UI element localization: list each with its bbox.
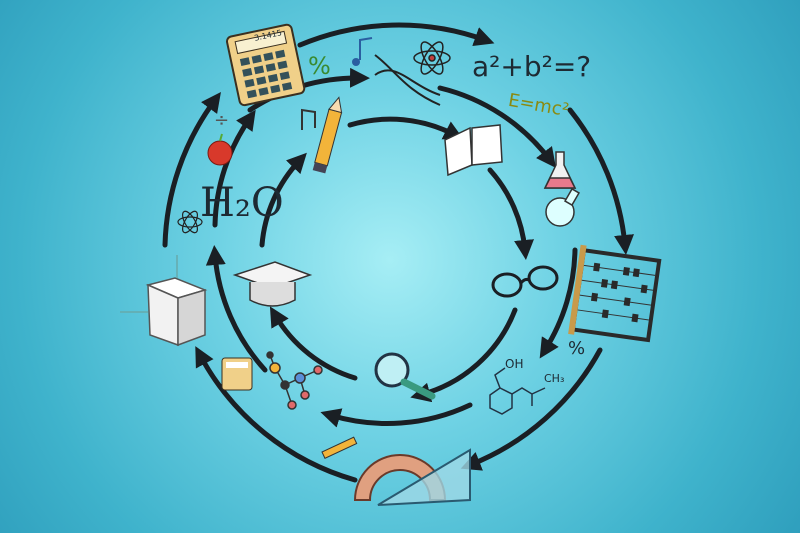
atom-small-icon [177, 210, 203, 234]
glasses-icon [491, 265, 559, 298]
inner-arrow-right [487, 167, 535, 260]
apple-icon [207, 133, 233, 166]
abacus-icon [568, 244, 662, 343]
small-calculator-icon [221, 357, 253, 391]
divide-sign: ÷ [214, 110, 230, 131]
methyl-label: CH₃ [544, 372, 565, 385]
calculator-icon [225, 23, 306, 107]
pythagoras-equation: a²+b²=? [472, 50, 592, 83]
cube-icon [120, 255, 208, 347]
water-formula: H₂O [200, 180, 284, 226]
outer-arrow-left [162, 91, 221, 248]
inner-arrow-bottom-right [410, 307, 518, 403]
set-square-icon [377, 448, 471, 506]
percent-sign-top: % [308, 52, 331, 80]
molecule-icon [266, 351, 323, 410]
hydroxyl-label: OH [505, 357, 524, 371]
pencil-icon [312, 96, 343, 174]
flask-icon [543, 151, 577, 189]
outer-arrow-right [567, 107, 634, 255]
outer-arrow-top [297, 22, 495, 48]
music-note-icon [359, 37, 373, 60]
middle-arrow-bottom-left [205, 245, 268, 373]
magnifying-glass-icon [374, 352, 436, 400]
outer-arrow-bottom-left [195, 346, 358, 483]
open-book-icon [444, 124, 503, 177]
inner-arrow-bottom-left [269, 306, 358, 381]
middle-arrow-left [212, 109, 256, 228]
middle-arrow-top-right [437, 85, 557, 168]
middle-arrow-bottom [320, 402, 473, 428]
atom-icon [413, 41, 451, 75]
middle-arrow-right [539, 247, 578, 359]
graduation-cap-icon [232, 261, 313, 307]
outer-arrow-bottom-right [460, 347, 603, 471]
small-pencil-icon [321, 436, 358, 459]
inner-arrow-top [347, 116, 464, 140]
dna-icon [374, 54, 441, 106]
aspirin-molecule-icon [489, 367, 546, 415]
round-flask-icon [545, 187, 580, 227]
music-note-small-icon [301, 108, 316, 130]
inner-arrow-left [259, 152, 307, 248]
percent-sign-right: % [568, 338, 586, 359]
